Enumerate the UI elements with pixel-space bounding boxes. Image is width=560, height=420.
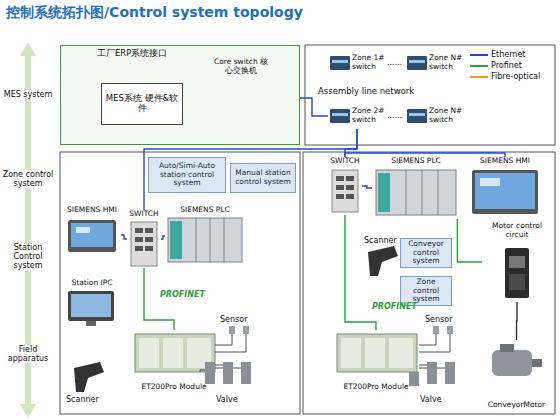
node-text: ET200Pro Module	[343, 383, 408, 392]
legend-line	[470, 54, 488, 56]
axis-arrowhead	[20, 404, 36, 418]
plc-icon	[376, 170, 456, 215]
node-text: Auto/Simi-Auto station control system	[151, 162, 223, 188]
device-node: SWITCH	[127, 210, 161, 268]
legend-line	[470, 76, 488, 78]
process-box: MES系统 硬件&软件	[101, 83, 183, 125]
device-node: SIEMENS PLC	[165, 206, 245, 266]
text-label: PROFINET	[372, 302, 417, 311]
legend-swatch	[470, 51, 488, 59]
node-text: SWITCH	[127, 210, 161, 219]
node-text: Zone N# switch	[429, 107, 467, 124]
field-wire	[200, 333, 450, 372]
connector	[121, 235, 127, 239]
text-label: Sensor	[220, 315, 247, 324]
text-label: PROFINET	[160, 290, 205, 299]
node-text: SIEMENS PLC	[165, 206, 245, 215]
legend-row: Profinet	[470, 61, 522, 70]
device-node: ET200Pro Module	[128, 330, 220, 392]
legend-text: Profinet	[491, 61, 522, 70]
connector	[362, 186, 372, 188]
node-text: Zone control system	[403, 278, 449, 304]
legend-row: Ethernet	[470, 50, 525, 59]
text-label: Zone control system	[2, 170, 54, 188]
node-text: MES系统 硬件&软件	[104, 94, 180, 114]
legend-text: Fibre-optical	[491, 72, 540, 81]
connector	[457, 219, 482, 262]
text-label: Sensor	[425, 315, 452, 324]
switch-node: Zone 2# switch	[328, 103, 386, 129]
text-label: Valve	[420, 395, 442, 404]
legend-swatch	[470, 73, 488, 81]
legend-row: Fibre-optical	[470, 72, 540, 81]
system-box: Zone control system	[400, 276, 452, 306]
hmi-icon	[68, 220, 116, 252]
ipc-icon	[68, 291, 114, 326]
device-node: Core switch 核心交换机	[191, 58, 291, 138]
device-node: SWITCH	[328, 157, 362, 215]
text-label: MES system	[2, 90, 54, 99]
node-text: ET200Pro Module	[141, 383, 206, 392]
switch-node: Zone N# switch	[405, 50, 467, 76]
switch-node: Zone N# switch	[405, 103, 467, 129]
node-text: Core switch 核心交换机	[211, 58, 271, 75]
et200-icon	[337, 334, 417, 372]
switch-icon	[332, 170, 358, 212]
device-node: SIEMENS PLC	[372, 157, 460, 219]
axis-arrowhead	[20, 42, 36, 56]
text-label: Scanner	[66, 395, 99, 404]
node-text: SIEMENS HMI	[466, 157, 544, 166]
device-node: SIEMENS HMI	[466, 157, 544, 219]
text-label: ......	[387, 111, 402, 120]
text-label: ......	[387, 58, 402, 67]
motor-icon	[492, 344, 542, 376]
zone-panel	[303, 152, 555, 414]
connector	[161, 236, 165, 239]
node-text: Conveyor control system	[403, 240, 449, 266]
node-text: Zone 1# switch	[352, 54, 386, 71]
node-text: Manual station control system	[233, 169, 293, 186]
node-text: SWITCH	[328, 157, 362, 166]
motor-control-icon	[505, 248, 529, 298]
device-node: ET200Pro Module	[330, 330, 422, 392]
switch-node: Zone 1# switch	[328, 50, 386, 76]
system-panel: 工厂ERP系统接口 MES系统 硬件&软件 Core switch 核心交换机	[60, 45, 300, 145]
system-box: Auto/Simi-Auto station control system	[148, 157, 226, 193]
device-node: ConveyorMotor	[478, 340, 555, 410]
text-label: Assembly line network	[318, 87, 414, 97]
node-text: Zone 2# switch	[352, 107, 386, 124]
device-node: Station IPC	[63, 279, 121, 329]
device-node: SIEMENS HMI	[63, 206, 121, 264]
et200-icon	[135, 334, 215, 372]
text-label: Scanner	[364, 236, 397, 245]
text-label: Valve	[216, 395, 238, 404]
node-text: SIEMENS HMI	[63, 206, 121, 215]
network-panel	[305, 45, 555, 145]
device-node: Motor control circuit	[482, 222, 552, 302]
connector	[345, 215, 376, 330]
node-text: 工厂ERP系统接口	[97, 49, 299, 59]
plc-icon	[168, 218, 242, 262]
legend-line	[470, 65, 488, 67]
text-label: Station Control system	[2, 243, 54, 271]
sensor-icon	[229, 326, 453, 334]
node-text: Station IPC	[63, 279, 121, 288]
node-text: ConveyorMotor	[488, 401, 545, 410]
hmi-icon	[472, 170, 538, 214]
legend-text: Ethernet	[491, 50, 525, 59]
connector	[345, 129, 357, 157]
station-panel	[60, 152, 300, 414]
system-box: Conveyor control system	[400, 238, 452, 268]
node-text: Motor control circuit	[482, 222, 552, 239]
diagram-title: 控制系统拓扑图/Control system topology	[6, 4, 303, 22]
system-box: Manual station control system	[230, 163, 296, 193]
connector	[516, 302, 518, 340]
node-text: Zone N# switch	[429, 54, 467, 71]
node-text: SIEMENS PLC	[372, 157, 460, 166]
switch-icon	[131, 222, 157, 266]
legend-swatch	[470, 62, 488, 70]
text-label: Field apparatus	[2, 345, 54, 363]
